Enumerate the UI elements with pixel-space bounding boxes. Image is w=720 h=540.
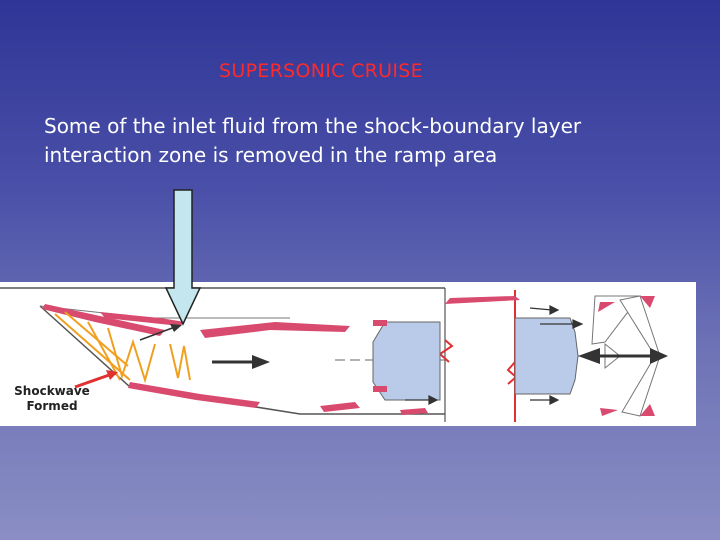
slide-body-text: Some of the inlet fluid from the shock-b… — [44, 114, 582, 167]
shockwave-label-line1: Shockwave — [14, 384, 90, 398]
shockwave-label-line2: Formed — [26, 399, 78, 413]
down-arrow-icon — [164, 189, 202, 326]
flow-arrow-icon — [139, 324, 270, 369]
slide-title: SUPERSONIC CRUISE — [219, 60, 423, 82]
inlet-diagram — [0, 282, 696, 426]
inlet-diagram-graphic — [0, 287, 668, 422]
shockwave-label: Shockwave Formed — [14, 384, 90, 414]
